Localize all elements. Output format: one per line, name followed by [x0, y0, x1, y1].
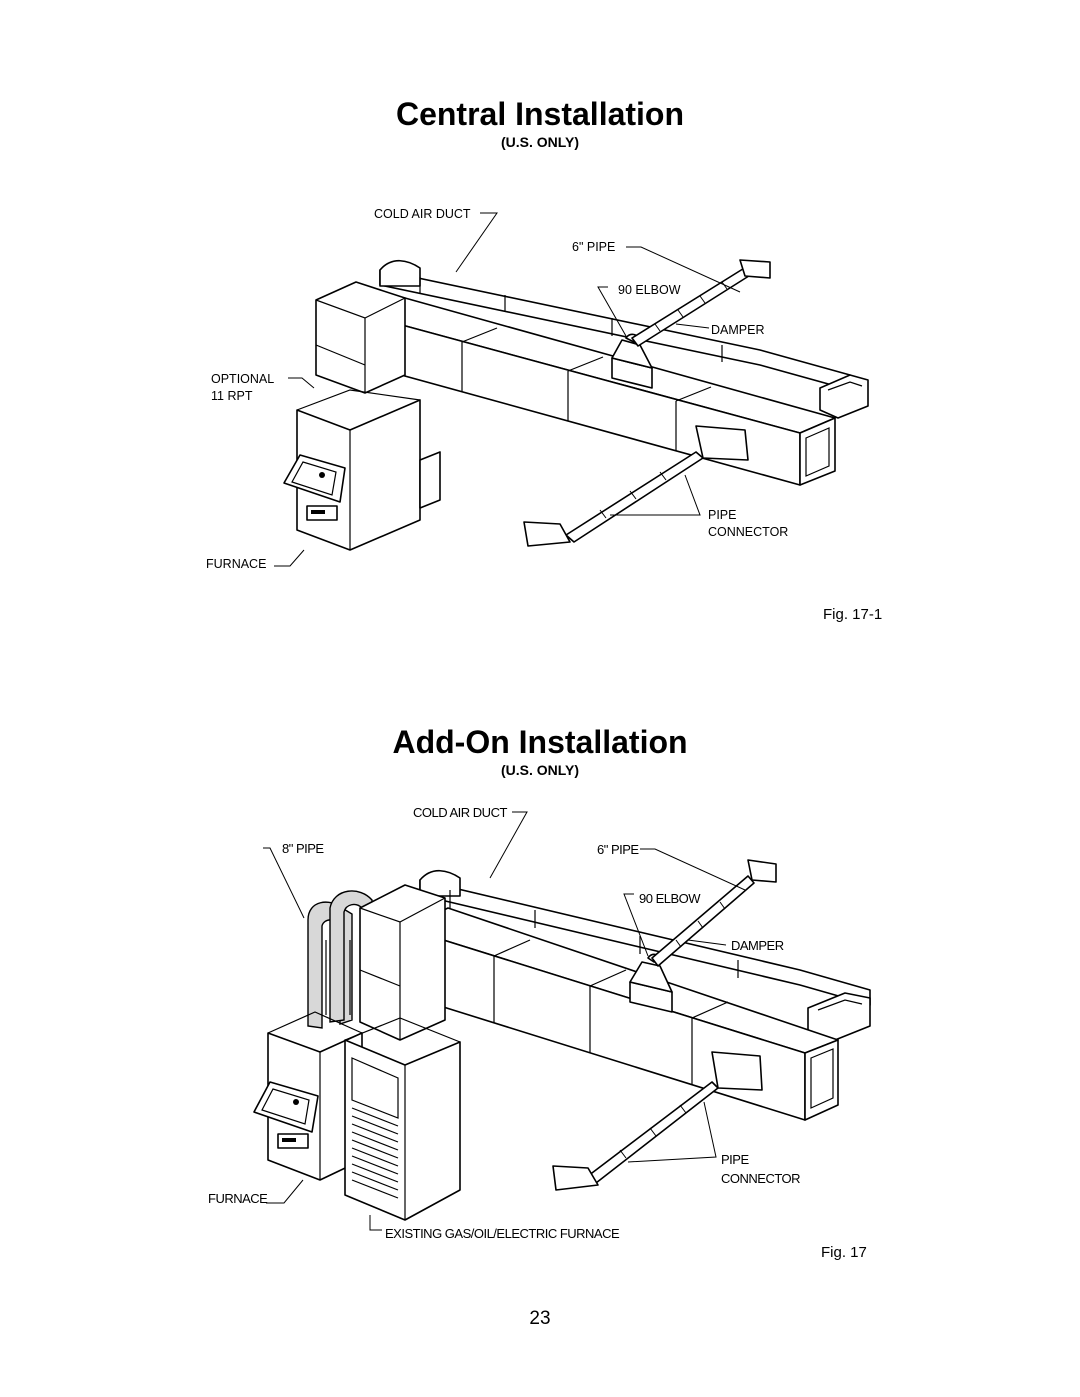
- register-boot-lower: [523, 521, 571, 547]
- label-optional: OPTIONAL: [211, 372, 274, 386]
- plenum: [315, 281, 406, 394]
- furnace-control-panel: [283, 454, 346, 503]
- label-furnace: FURNACE: [206, 557, 266, 571]
- register-boot-lower: [552, 1165, 599, 1191]
- central-installation-diagram: COLD AIR DUCT 6" PIPE 90 ELBOW DAMPER OP…: [206, 207, 869, 571]
- label-cold-air-duct: COLD AIR DUCT: [374, 207, 471, 221]
- label-damper: DAMPER: [731, 938, 784, 953]
- figure2-subtitle: (U.S. ONLY): [500, 762, 580, 778]
- figure2-caption: Fig. 17: [821, 1244, 867, 1261]
- label-pipe: PIPE: [708, 508, 737, 522]
- label-connector: CONNECTOR: [721, 1171, 800, 1186]
- add-on-installation-diagram: COLD AIR DUCT 8" PIPE 6" PIPE 90 ELBOW D…: [208, 805, 871, 1241]
- label-11-rpt: 11 RPT: [211, 389, 253, 403]
- label-damper: DAMPER: [711, 323, 764, 337]
- label-90-elbow: 90 ELBOW: [618, 283, 681, 297]
- label-pipe: PIPE: [721, 1152, 749, 1167]
- pipe-connector-lower: [695, 425, 749, 461]
- label-6-pipe: 6" PIPE: [597, 842, 639, 857]
- cold-air-duct-bend: [379, 259, 421, 287]
- pipe-6-upper: [651, 875, 755, 967]
- label-connector: CONNECTOR: [708, 525, 788, 539]
- pipe-connector-lower: [711, 1051, 763, 1091]
- label-existing-furnace: EXISTING GAS/OIL/ELECTRIC FURNACE: [385, 1226, 620, 1241]
- label-cold-air-duct: COLD AIR DUCT: [413, 805, 507, 820]
- plenum: [359, 884, 446, 1041]
- figure1-caption: Fig. 17-1: [823, 606, 883, 623]
- register-boot-upper: [739, 259, 771, 279]
- figure1-subtitle: (U.S. ONLY): [500, 134, 580, 150]
- register-boot-upper: [747, 859, 777, 883]
- page-number: 23: [529, 1308, 551, 1329]
- label-furnace: FURNACE: [208, 1191, 268, 1206]
- existing-furnace-grille: [351, 1107, 399, 1199]
- cold-air-duct-bend: [419, 869, 461, 897]
- figure2-title: Add-On Installation: [392, 724, 688, 760]
- existing-furnace: [344, 1039, 461, 1221]
- figure1-title: Central Installation: [395, 96, 685, 132]
- back-duct-end: [819, 374, 869, 419]
- label-8-pipe: 8" PIPE: [282, 841, 324, 856]
- label-90-elbow: 90 ELBOW: [639, 891, 701, 906]
- label-6-pipe: 6" PIPE: [572, 240, 615, 254]
